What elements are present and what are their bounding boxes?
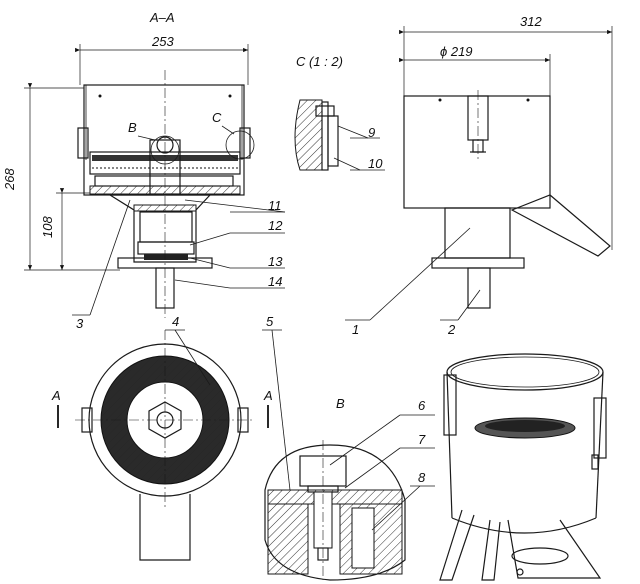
dim-253-label: 253	[151, 34, 174, 49]
callout-7: 7	[418, 432, 426, 447]
cone-housing	[444, 207, 511, 259]
dim-219-label: ϕ 219	[440, 44, 473, 59]
callout-10: 10	[368, 156, 383, 171]
detail-b-title: В	[336, 396, 345, 411]
callout-4: 4	[172, 314, 179, 329]
side-view: 312 ϕ 219 1 2	[345, 14, 613, 337]
discharge-chute	[510, 194, 611, 257]
isometric-view	[439, 353, 607, 581]
callout-2: 2	[447, 322, 456, 337]
callout-8: 8	[418, 470, 426, 485]
view-c-marker: С	[212, 110, 222, 125]
callout-11: 11	[268, 198, 282, 213]
dim-268-label: 268	[2, 168, 17, 191]
callout-12: 12	[268, 218, 283, 233]
dim-108-label: 108	[40, 216, 55, 238]
callout-5: 5	[266, 314, 274, 329]
detail-b: В 6 7 8	[264, 396, 435, 581]
callout-6: 6	[418, 398, 426, 413]
callout-1: 1	[352, 322, 359, 337]
view-b-marker: В	[128, 120, 137, 135]
callout-3: 3	[76, 316, 84, 331]
callout-14: 14	[268, 274, 282, 289]
callout-13: 13	[268, 254, 283, 269]
chute-top	[139, 494, 191, 561]
top-view: А А 4 5	[51, 314, 291, 561]
callout-9: 9	[368, 125, 375, 140]
detail-c: С (1 : 2) 9 10	[294, 54, 385, 171]
section-marker-a-right: А	[263, 388, 273, 403]
dim-312-label: 312	[520, 14, 542, 29]
detail-c-title: С (1 : 2)	[296, 54, 343, 69]
section-a-a: A–A 253 268 108	[2, 10, 286, 331]
section-marker-a-left: А	[51, 388, 61, 403]
section-title: A–A	[149, 10, 175, 25]
